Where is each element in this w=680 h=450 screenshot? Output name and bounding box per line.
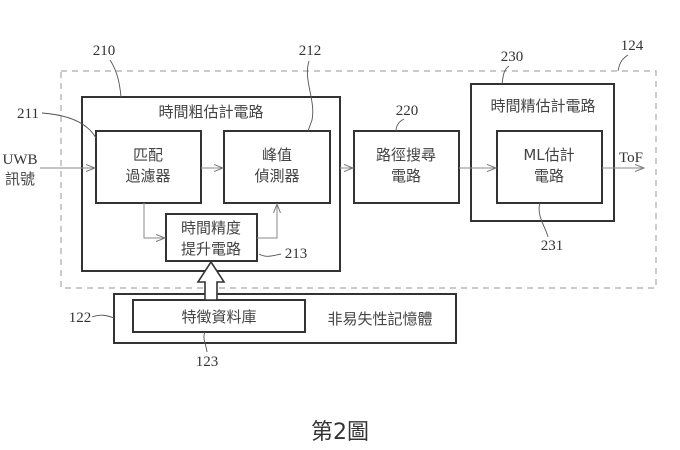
tof-label: ToF — [619, 150, 643, 166]
peak-detector-label-1: 峰值 — [262, 146, 292, 164]
leader-211 — [41, 112, 97, 139]
peak-detector-label-2: 偵測器 — [254, 167, 299, 185]
ref-231: 231 — [541, 238, 564, 254]
path-search-box — [353, 130, 460, 204]
ref-230: 230 — [501, 49, 524, 65]
peak-detector-box — [223, 130, 331, 204]
ml-estimator-label-1: ML估計 — [523, 146, 574, 164]
path-search-label-2: 電路 — [391, 167, 421, 185]
ref-211: 211 — [17, 106, 39, 122]
ref-220: 220 — [396, 103, 419, 119]
leader-123 — [203, 331, 208, 353]
leader-220 — [395, 118, 405, 132]
ref-213: 213 — [285, 246, 308, 262]
module-124-boundary — [60, 70, 657, 289]
matched-filter-label-2: 過濾器 — [125, 167, 170, 185]
leader-213 — [258, 253, 282, 257]
uwb-label: UWB — [3, 152, 38, 168]
leader-210 — [109, 59, 122, 98]
precision-boost-label-1: 時間精度 — [181, 219, 241, 237]
matched-filter-box — [95, 130, 202, 204]
leader-122 — [91, 314, 115, 319]
feature-database-label: 特徵資料庫 — [181, 308, 256, 326]
ref-212: 212 — [299, 43, 322, 59]
leader-231 — [538, 202, 549, 238]
feature-database-box — [132, 299, 306, 333]
database-to-precision-block-arrow — [196, 260, 226, 301]
precision-to-peak-arrow — [257, 204, 277, 239]
ref-124: 124 — [621, 38, 644, 54]
precision-boost-label-2: 提升電路 — [181, 240, 241, 258]
leader-212 — [306, 60, 314, 132]
coarse-estimation-title: 時間粗估計電路 — [158, 103, 263, 121]
figure-caption: 第2圖 — [311, 420, 369, 445]
path-search-label-1: 路徑搜尋 — [376, 146, 436, 164]
leader-230 — [501, 65, 510, 85]
ml-estimator-box — [496, 130, 603, 204]
filter-to-precision-arrow — [143, 203, 165, 238]
ml-estimator-label-2: 電路 — [534, 167, 564, 185]
ref-122: 122 — [69, 310, 92, 326]
signal-label: 訊號 — [5, 170, 35, 188]
nonvolatile-memory-label: 非易失性記憶體 — [327, 310, 432, 328]
leader-124 — [617, 54, 629, 72]
matched-filter-label-1: 匹配 — [133, 146, 163, 164]
precision-boost-box — [165, 213, 258, 262]
ref-123: 123 — [196, 354, 219, 370]
ref-210: 210 — [93, 43, 116, 59]
fine-estimation-title: 時間精估計電路 — [490, 97, 595, 115]
